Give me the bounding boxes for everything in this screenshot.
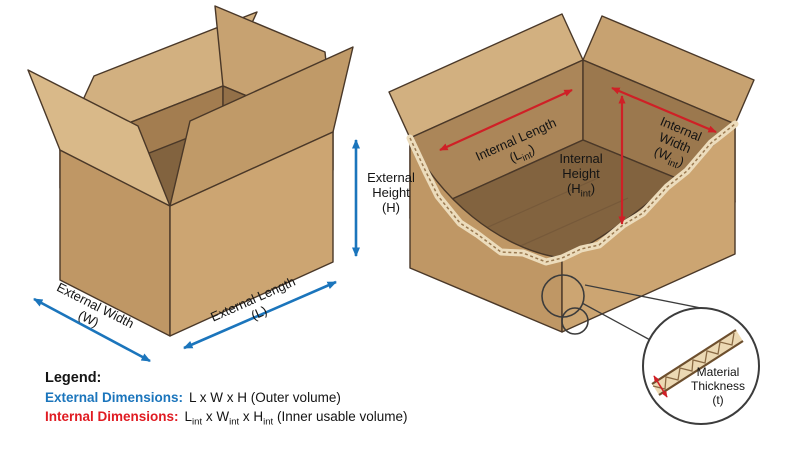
- internal-dimensions-value: Lint x Wint x Hint (Inner usable volume): [184, 409, 408, 428]
- external-dimension-arrows: [33, 139, 360, 363]
- board-bottom-liner: [658, 340, 744, 396]
- material-thickness-detail: [541, 274, 760, 425]
- internal-length-arrow: [439, 88, 573, 152]
- internal-dimensions-label: Internal Dimensions:: [45, 409, 179, 424]
- legend-row-external: External Dimensions: L x W x H (Outer vol…: [45, 390, 408, 405]
- material-thickness-arrow: [653, 375, 668, 398]
- external-length-arrow: [183, 280, 337, 350]
- edge-highlight-circle: [561, 307, 589, 335]
- external-dimensions-value: L x W x H (Outer volume): [189, 390, 341, 405]
- external-width-arrow: [33, 297, 151, 363]
- internal-height-label: Internal Height (Hint): [559, 151, 603, 200]
- left-box-front-left-flap: [27, 69, 171, 207]
- external-height-label: External Height (H): [367, 170, 415, 215]
- material-thickness-label: Material Thickness (t): [690, 365, 746, 407]
- legend: Legend: External Dimensions: L x W x H (O…: [45, 370, 408, 432]
- internal-width-arrow: [611, 86, 717, 134]
- board-top-liner: [651, 329, 737, 385]
- legend-title: Legend:: [45, 370, 102, 386]
- inner-bottom-crease: [467, 177, 599, 237]
- magnifier-connector-line: [581, 302, 653, 342]
- cut-edge-board: [406, 120, 739, 266]
- internal-dimension-arrows: [439, 86, 717, 225]
- legend-row-internal: Internal Dimensions: Lint x Wint x Hint (…: [45, 409, 408, 428]
- left-box-illustration: [27, 5, 354, 337]
- external-dimensions-label: External Dimensions:: [45, 390, 184, 405]
